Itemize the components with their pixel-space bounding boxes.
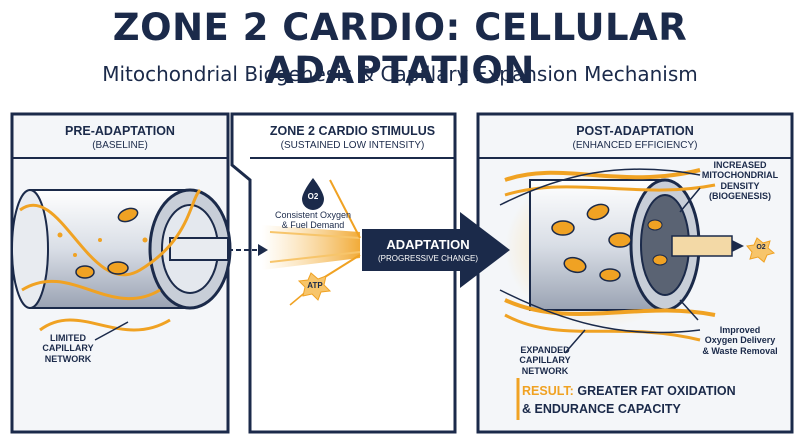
atp-icon [297, 272, 332, 301]
result-prefix: RESULT: [522, 384, 574, 398]
adaptation-label: ADAPTATION [386, 237, 470, 252]
stimulus-heading: ZONE 2 CARDIO STIMULUS [269, 124, 436, 138]
demand-label: Consistent Oxygen & Fuel Demand [274, 210, 352, 231]
stimulus-panel [230, 112, 457, 434]
result-line-1: RESULT: GREATER FAT OXIDATION [522, 384, 792, 398]
atp-icon-label: ATP [307, 281, 323, 290]
oxygen-delivery-callout: Improved Oxygen Delivery & Waste Removal [702, 325, 778, 356]
result-text-2: & ENDURANCE CAPACITY [522, 402, 681, 416]
energy-beam [262, 179, 361, 306]
adaptation-arrow [362, 212, 510, 288]
oxygen-icon-label: O2 [307, 192, 319, 201]
expanded-capillary-callout: EXPANDED CAPILLARY NETWORK [519, 345, 571, 376]
page-subtitle: Mitochondrial Biogenesis & Capillary Exp… [102, 62, 698, 86]
output-oxygen-icon [746, 237, 776, 263]
limited-capillary-callout: LIMITED CAPILLARY NETWORK [42, 333, 94, 364]
page-title: ZONE 2 CARDIO: CELLULAR ADAPTATION [112, 6, 688, 92]
mitochondrial-density-callout: INCREASED MITOCHONDRIAL DENSITY (BIOGENE… [701, 160, 779, 202]
post-adaptation-heading: POST-ADAPTATION [576, 124, 694, 138]
oxygen-icon [302, 178, 324, 210]
result-text-1: GREATER FAT OXIDATION [577, 384, 736, 398]
baseline-muscle-fiber [11, 188, 232, 341]
stimulus-subheading: (SUSTAINED LOW INTENSITY) [280, 140, 425, 151]
pre-adaptation-heading: PRE-ADAPTATION [65, 124, 175, 138]
post-adaptation-subheading: (ENHANCED EFFICIENCY) [572, 140, 698, 151]
output-oxygen-label: O2 [756, 244, 766, 251]
adaptation-sublabel: (PROGRESSIVE CHANGE) [377, 254, 478, 263]
pre-adaptation-subheading: (BASELINE) [92, 140, 148, 151]
adapted-muscle-fiber [499, 168, 744, 354]
